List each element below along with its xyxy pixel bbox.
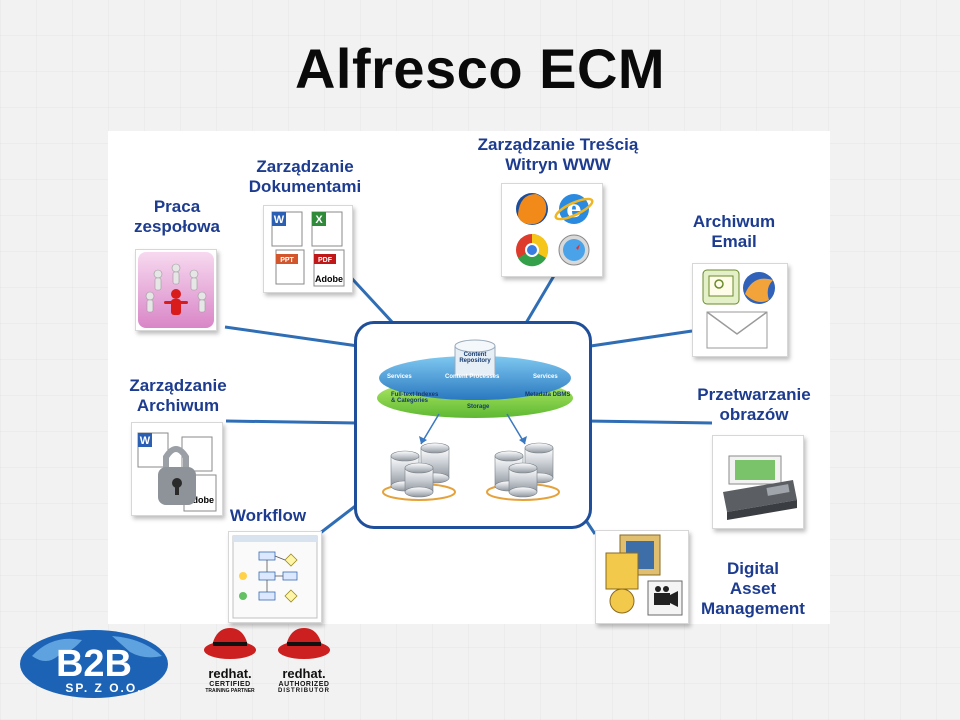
- svg-text:Adobe: Adobe: [186, 495, 214, 505]
- node-label-praca: Praca zespołowa: [134, 197, 220, 236]
- email-icon: [702, 269, 775, 349]
- globe-logo-icon: B2B SP. Z O.O.: [20, 630, 168, 698]
- svg-text:SP. Z O.O.: SP. Z O.O.: [65, 681, 142, 695]
- documents-icon: W X PPT PDF Adobe: [271, 211, 345, 287]
- node-label-workflow: Workflow: [229, 506, 307, 525]
- node-label-dam: Digital Asset Management: [701, 559, 805, 618]
- content-repository-hub: Content Repository Services Content Proc…: [354, 321, 592, 529]
- hub-repository-label: Content Repository: [459, 352, 491, 364]
- email-archive-card: [692, 263, 788, 357]
- digital-asset-card: [595, 530, 689, 624]
- database-cluster-left: [382, 442, 456, 501]
- redhat-shadowman-icon: [204, 628, 256, 659]
- scanner-icon: [723, 455, 797, 520]
- archive-card: W Adobe: [131, 422, 223, 516]
- web-content-card: e: [501, 183, 603, 277]
- image-processing-card: [712, 435, 804, 529]
- connector-praca: [224, 325, 359, 348]
- hub-metadata-label: Metadata DBMS: [525, 392, 571, 398]
- connector-www: [524, 273, 557, 324]
- slide-title: Alfresco ECM: [294, 37, 666, 100]
- documents-card: W X PPT PDF Adobe: [263, 205, 353, 293]
- adobe-logo-icon: Adobe: [315, 274, 343, 284]
- connector-obrazy: [585, 419, 713, 425]
- excel-doc-icon: X: [315, 214, 323, 226]
- node-label-dokumenty: Zarządzanie Dokumentami: [248, 157, 362, 196]
- browsers-icon: e: [516, 193, 594, 267]
- redhat-authorized-logo: redhat. AUTHORIZED DISTRIBUTOR: [272, 624, 336, 714]
- ppt-doc-icon: PPT: [280, 257, 294, 264]
- connector-archiwum: [225, 419, 357, 425]
- node-label-www: Zarządzanie Treścią Witryn WWW: [477, 135, 639, 174]
- media-assets-icon: [605, 534, 683, 616]
- node-label-obrazy: Przetwarzanie obrazów: [697, 385, 811, 424]
- redhat-certified-logo: redhat. CERTIFIED TRAINING PARTNER: [200, 624, 260, 714]
- svg-text:W: W: [140, 435, 151, 447]
- workflow-card: [228, 531, 322, 623]
- firefox-icon: [516, 193, 548, 225]
- repository-stack-graphic: [377, 339, 573, 501]
- safari-icon: [558, 234, 590, 266]
- node-label-email: Archiwum Email: [692, 212, 776, 251]
- archive-lock-icon: W Adobe: [137, 432, 217, 512]
- b2b-logo: B2B SP. Z O.O.: [12, 626, 182, 706]
- pdf-doc-icon: PDF: [318, 257, 333, 264]
- team-work-card: [135, 249, 217, 331]
- connector-dokumenty: [343, 269, 395, 325]
- hub-content-processes: Content Processes: [445, 374, 500, 380]
- chrome-icon: [516, 233, 549, 267]
- word-doc-icon: W: [274, 214, 285, 226]
- connector-workflow: [314, 502, 359, 539]
- connector-email: [583, 329, 693, 349]
- hub-services-right: Services: [533, 374, 558, 380]
- hub-storage-label: Storage: [467, 404, 490, 410]
- hub-fulltext-label: Full-text Indexes & Categories: [391, 392, 439, 404]
- hub-services-left: Services: [387, 374, 412, 380]
- workflow-diagram-icon: [232, 535, 318, 619]
- redhat-shadowman-icon: [278, 628, 330, 659]
- ie-icon: e: [554, 194, 594, 224]
- diagram-canvas: Praca zespołowa Zarządzanie Dokumentami: [108, 131, 830, 624]
- node-label-archiwum: Zarządzanie Archiwum: [129, 376, 227, 415]
- team-people-icon: [138, 252, 214, 328]
- svg-text:B2B: B2B: [56, 643, 132, 685]
- database-cluster-right: [486, 442, 560, 501]
